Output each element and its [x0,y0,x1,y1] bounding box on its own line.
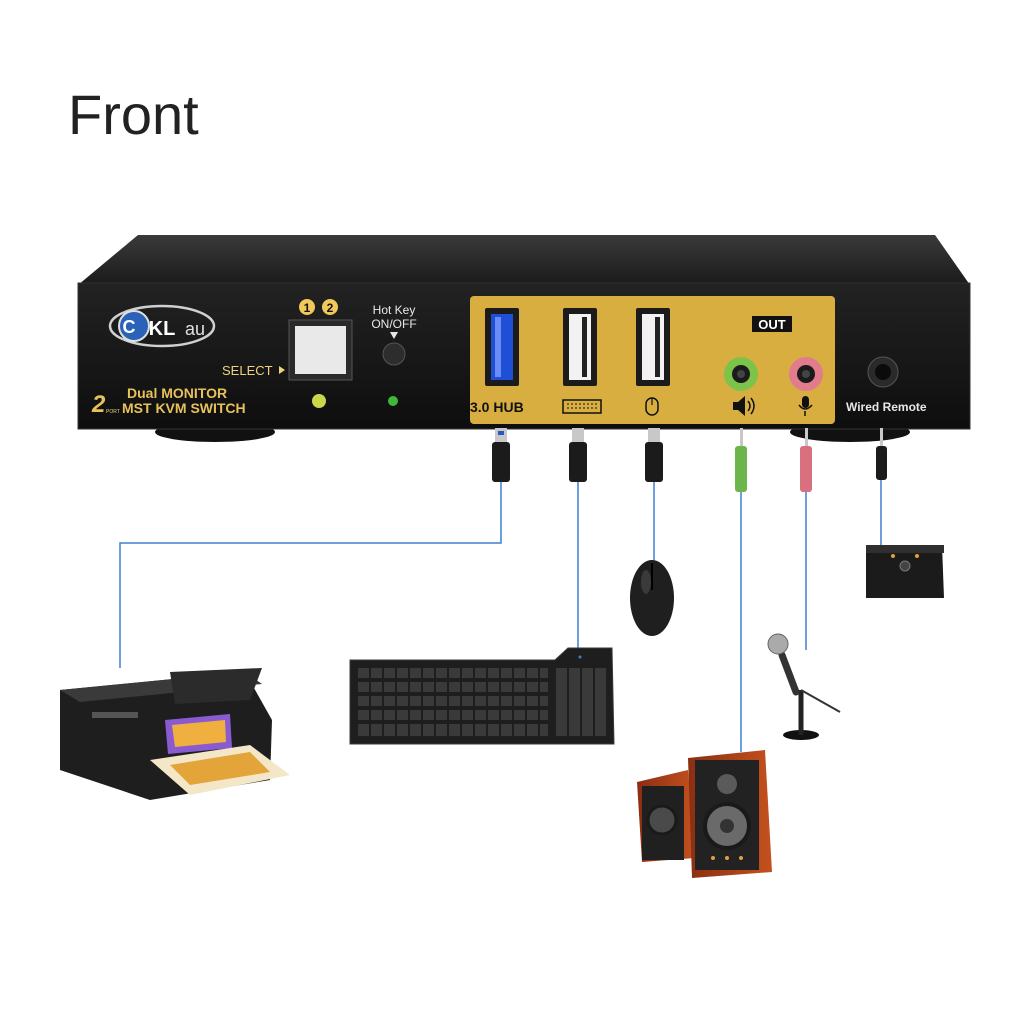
speaker-icon [733,396,755,416]
channel-2-label: 2 [327,301,334,315]
logo-suffix: au [185,319,205,339]
mouse-image [630,560,674,636]
printer-image [60,668,290,800]
hotkey-arrow-icon [390,332,398,339]
wired-remote-image [866,545,944,598]
channel-1-label: 1 [304,301,311,315]
model-line1: Dual MONITOR [127,385,227,401]
model-port-digit: 2 [91,391,106,418]
brand-logo: C KL au [108,304,216,348]
mouse-icon [645,397,659,416]
microphone-image [767,633,841,740]
model-line2: MST KVM SWITCH [122,400,246,416]
select-button[interactable] [295,326,346,374]
keyboard-image [349,647,615,745]
out-label: OUT [758,317,786,332]
hotkey-label-line2: ON/OFF [371,317,416,331]
speakers-image [637,750,772,878]
channel-1-led [312,394,326,408]
usb-hub-label: 3.0 HUB [470,399,524,415]
speaker-connector [735,428,747,752]
device-top [78,235,970,285]
out-badge [752,316,792,332]
microphone-icon [798,396,813,416]
remote-connector [876,428,887,545]
microphone-connector [800,428,812,650]
kvm-switch: C KL au 2 PORT Dual MONITOR MST KVM SWIT… [77,235,971,442]
model-port-word: PORT [106,409,120,415]
mouse-connector [645,428,663,560]
select-arrow-icon [279,366,285,374]
hotkey-button[interactable] [382,342,406,366]
channel-2-badge [322,299,338,315]
keyboard-connector [569,428,587,648]
channel-1-badge [299,299,315,315]
hotkey-label-line1: Hot Key [373,303,416,317]
wired-remote-label: Wired Remote [846,400,927,414]
usb3-connector [119,428,510,668]
hotkey-led [388,396,398,406]
keyboard-icon [562,399,602,414]
logo-text: KL [149,318,176,340]
page-title: Front [68,83,199,146]
select-label: SELECT [222,363,273,378]
logo-c: C [123,317,136,337]
